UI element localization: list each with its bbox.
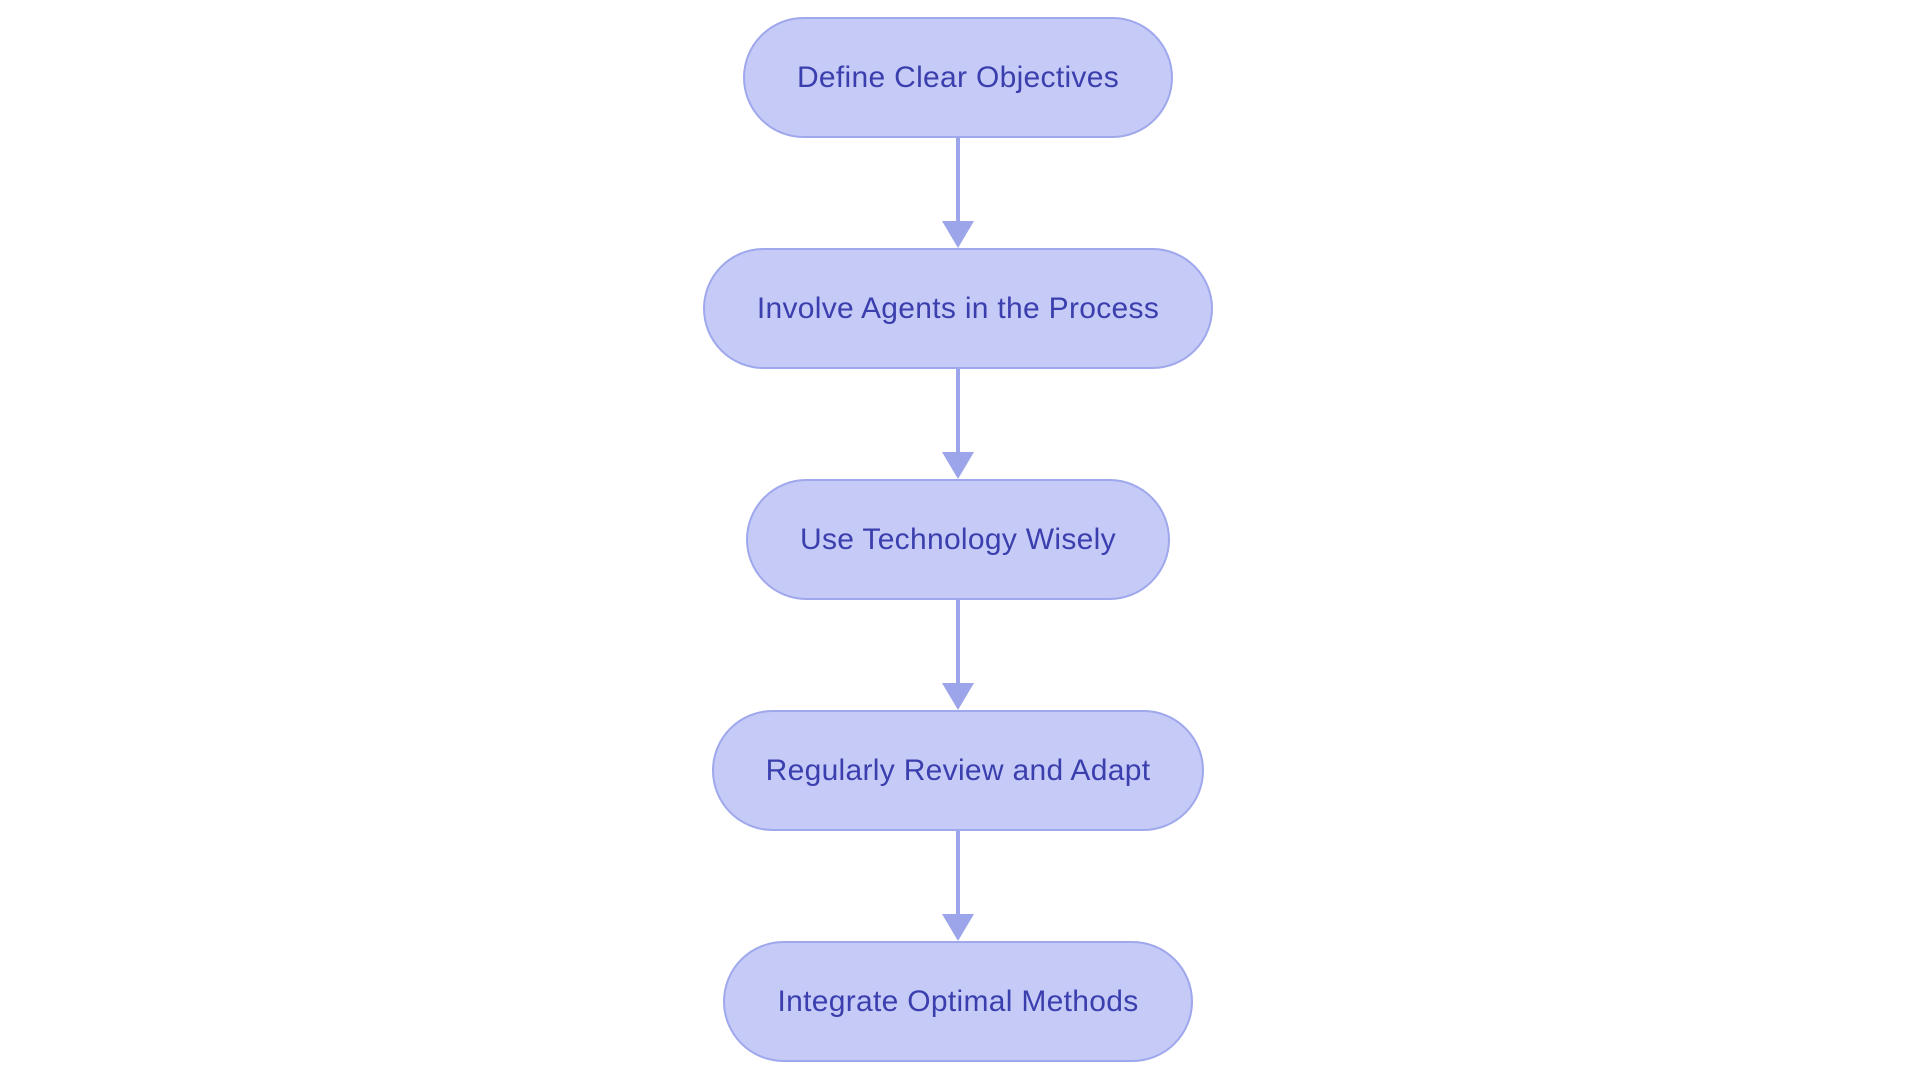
arrow-shaft	[956, 831, 960, 914]
flow-node-integrate-optimal-methods: Integrate Optimal Methods	[723, 941, 1193, 1062]
flow-node-involve-agents-in-the-process: Involve Agents in the Process	[702, 248, 1214, 369]
flow-node-label: Integrate Optimal Methods	[777, 984, 1139, 1018]
arrow-shaft	[956, 369, 960, 452]
arrow-down-icon	[942, 452, 974, 479]
arrow-down-icon	[942, 683, 974, 710]
flow-node-use-technology-wisely: Use Technology Wisely	[746, 479, 1170, 600]
flowchart: Define Clear Objectives Involve Agents i…	[0, 17, 1916, 1062]
flow-node-label: Regularly Review and Adapt	[765, 753, 1151, 787]
arrow-shaft	[956, 600, 960, 683]
flow-node-regularly-review-and-adapt: Regularly Review and Adapt	[711, 710, 1205, 831]
arrow-shaft	[956, 138, 960, 221]
flow-arrow-4-5	[942, 831, 974, 941]
flow-node-label: Involve Agents in the Process	[756, 291, 1160, 325]
flow-arrow-1-2	[942, 138, 974, 248]
flow-node-label: Use Technology Wisely	[800, 522, 1116, 556]
arrow-down-icon	[942, 914, 974, 941]
flow-arrow-2-3	[942, 369, 974, 479]
arrow-down-icon	[942, 221, 974, 248]
flow-node-label: Define Clear Objectives	[796, 60, 1120, 94]
flow-arrow-3-4	[942, 600, 974, 710]
flow-node-define-clear-objectives: Define Clear Objectives	[742, 17, 1174, 138]
